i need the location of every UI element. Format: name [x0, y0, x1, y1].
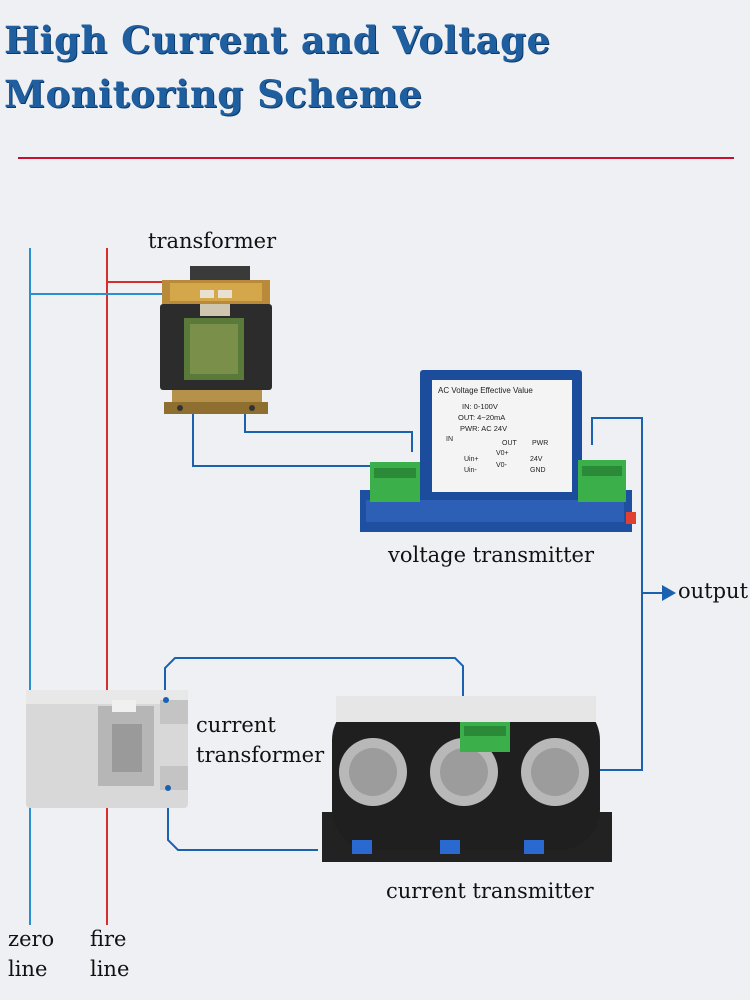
vt-pin-gnd: GND [530, 467, 546, 474]
transformer-label: transformer [148, 229, 277, 253]
vt-module-heading: AC Voltage Effective Value [438, 386, 533, 395]
vt-output-wire [590, 417, 643, 771]
page-title-line-1: High Current and Voltage [4, 18, 551, 62]
vt-module-pwr-label: PWR [532, 440, 549, 447]
vt-module-out: OUT: 4~20mA [458, 413, 506, 422]
page-title-line-2: Monitoring Scheme [4, 72, 423, 116]
vt-pin-uin-plus: Uin+ [464, 456, 479, 463]
vt-module-pwr: PWR: AC 24V [460, 424, 508, 433]
output-label: output [678, 579, 749, 603]
transformer-device [160, 266, 272, 414]
voltage-transmitter-label: voltage transmitter [388, 543, 595, 567]
voltage-transmitter-device [360, 370, 636, 532]
zero-line-label-line-1: zero [8, 927, 55, 951]
vt-module-out-label: OUT [502, 440, 517, 447]
vt-pin-v0-minus: V0- [496, 462, 507, 469]
current-transformer-label-line-2: transformer [196, 743, 325, 767]
vt-pin-uin-minus: Uin- [464, 467, 477, 474]
fire-line-label-line-2: line [90, 957, 130, 981]
transformer-to-vt-wire-2 [244, 405, 413, 452]
current-transformer-device [26, 690, 188, 808]
output-arrow-head [662, 585, 676, 601]
current-transformer-label-line-1: current [196, 713, 276, 737]
vt-pin-24v: 24V [530, 456, 543, 463]
vt-module-in-label: IN [446, 436, 453, 443]
ct-to-ctx-wire-bottom [167, 788, 318, 851]
current-transmitter-device [322, 696, 612, 862]
vt-module-in: IN: 0-100V [462, 402, 498, 411]
zero-line-label-line-2: line [8, 957, 48, 981]
current-transmitter-label: current transmitter [386, 879, 594, 903]
ct-to-ctx-wire-top [164, 657, 464, 700]
fire-line-label-line-1: fire [90, 927, 127, 951]
vt-pin-v0-plus: V0+ [496, 450, 509, 457]
transformer-to-vt-wire-1 [192, 405, 410, 467]
